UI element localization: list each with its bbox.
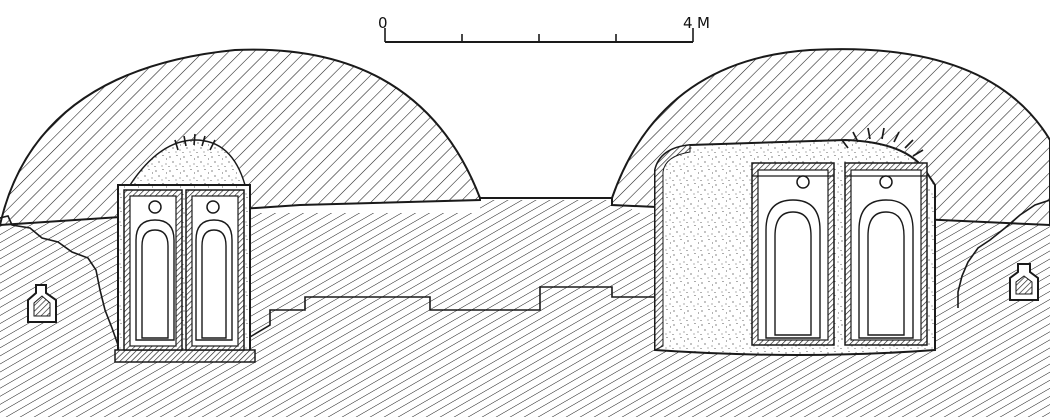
left-niche-small-inner [33,295,51,317]
left-door-a-arch-inner [141,229,169,339]
left-dome [0,48,481,227]
left-door-b-arch-outer [195,219,233,341]
right-door-b-arch-outer [858,199,914,339]
scale-bar-end-label: 4 [683,14,693,32]
right-chamber-left-wall [654,144,691,351]
right-door-a-arch-outer [765,199,821,339]
right-door-b-oculus [879,175,893,189]
left-eroded-edge [0,215,119,360]
scale-bar-unit-label: M [697,14,710,32]
right-vault-ribs [841,127,924,157]
left-chamber-floor [114,349,256,363]
right-eroded-edge [957,199,1050,308]
left-vault-ribs [174,133,216,151]
right-door-a-oculus [796,175,810,189]
floor-step-line [244,286,655,341]
scale-bar: 0 4 M [378,14,710,43]
right-door-b-arch-inner [867,211,905,336]
scale-bar-start-label: 0 [378,14,388,32]
right-chamber [654,127,936,356]
left-door-a-arch-outer [135,219,175,341]
left-door-b-oculus [206,200,220,214]
left-door-a-oculus [148,200,162,214]
right-door-a-arch-inner [774,211,812,336]
left-door-b-arch-inner [201,229,227,339]
scale-bar-ticks [384,28,694,42]
left-chamber [114,133,256,363]
right-niche-small-inner [1015,275,1033,295]
